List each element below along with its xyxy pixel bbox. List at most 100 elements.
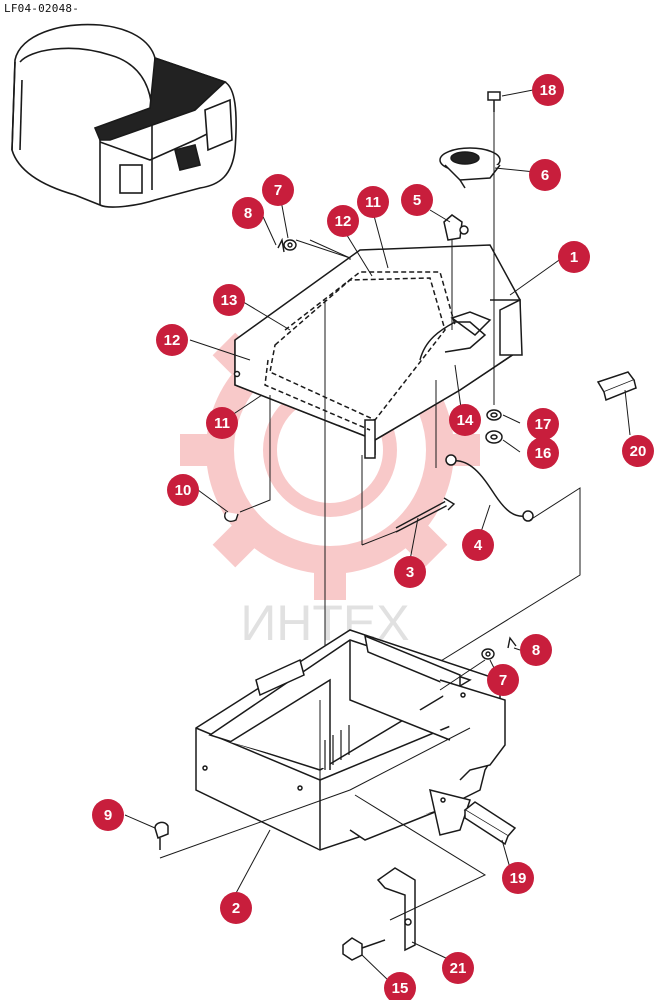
- callout-11: 11: [357, 186, 389, 218]
- callout-circle: [487, 664, 519, 696]
- callout-19: 19: [502, 862, 534, 894]
- callout-number: 7: [499, 672, 507, 689]
- washer-7-lower: [481, 648, 495, 660]
- bolt-18: [487, 91, 501, 112]
- callout-11: 11: [206, 407, 238, 439]
- callout-circle: [622, 435, 654, 467]
- cable-4: [445, 454, 534, 522]
- callout-circle: [442, 952, 474, 984]
- nut-16: [485, 430, 503, 444]
- callout-circle: [401, 184, 433, 216]
- callout-number: 15: [392, 980, 409, 997]
- callout-12: 12: [156, 324, 188, 356]
- knob-5: [443, 214, 469, 241]
- callout-leaders: [124, 89, 631, 983]
- bracket-21: [376, 867, 416, 952]
- callout-circle: [462, 529, 494, 561]
- callout-number: 3: [406, 564, 414, 581]
- rod-3: [395, 497, 456, 533]
- callout-circle: [384, 972, 416, 1000]
- callout-circle: [558, 241, 590, 273]
- callout-circle: [502, 862, 534, 894]
- callout-number: 4: [474, 537, 483, 554]
- callout-8: 8: [520, 634, 552, 666]
- callout-circle: [262, 174, 294, 206]
- callout-6: 6: [529, 159, 561, 191]
- callout-circle: [156, 324, 188, 356]
- callout-3: 3: [394, 556, 426, 588]
- callout-8: 8: [232, 197, 264, 229]
- latch-handle-6: [439, 147, 501, 189]
- callout-circle: [220, 892, 252, 924]
- callout-10: 10: [167, 474, 199, 506]
- callout-1: 1: [558, 241, 590, 273]
- callout-number: 14: [457, 412, 474, 429]
- callout-7: 7: [487, 664, 519, 696]
- upper-cover-panel: [233, 244, 523, 459]
- stud-9: [154, 821, 169, 850]
- callout-number: 7: [274, 182, 282, 199]
- callout-number: 18: [540, 82, 557, 99]
- callout-number: 11: [214, 415, 230, 432]
- diagram-code: LF04-02048-: [4, 2, 80, 15]
- strip-19: [463, 801, 517, 846]
- leader-line-10: [239, 395, 271, 513]
- cap-20: [596, 371, 637, 402]
- pin-8-lower: [507, 636, 517, 649]
- callout-number: 10: [175, 482, 192, 499]
- lower-battery-box: [195, 629, 506, 851]
- callout-15: 15: [384, 972, 416, 1000]
- callout-number: 9: [104, 807, 112, 824]
- callout-number: 21: [450, 960, 467, 977]
- callout-9: 9: [92, 799, 124, 831]
- callout-number: 17: [535, 416, 552, 433]
- callout-circle: [213, 284, 245, 316]
- callout-number: 12: [335, 213, 352, 230]
- callout-5: 5: [401, 184, 433, 216]
- callout-number: 16: [535, 445, 552, 462]
- callout-number: 12: [164, 332, 181, 349]
- callout-number: 5: [413, 192, 421, 209]
- callout-circle: [520, 634, 552, 666]
- callout-17: 17: [527, 408, 559, 440]
- callout-circle: [527, 408, 559, 440]
- callout-circle: [394, 556, 426, 588]
- callout-number: 1: [570, 249, 578, 266]
- callout-13: 13: [213, 284, 245, 316]
- callout-circle: [232, 197, 264, 229]
- callout-circle: [206, 407, 238, 439]
- callout-circle: [357, 186, 389, 218]
- callout-number: 13: [221, 292, 238, 309]
- callout-18: 18: [532, 74, 564, 106]
- callout-number: 19: [510, 870, 527, 887]
- callout-16: 16: [527, 437, 559, 469]
- callout-number: 11: [365, 194, 381, 211]
- pin-8-upper: [277, 237, 285, 253]
- callout-number: 20: [630, 443, 647, 460]
- callout-7: 7: [262, 174, 294, 206]
- callout-12: 12: [327, 205, 359, 237]
- callout-number: 2: [232, 900, 240, 917]
- callout-4: 4: [462, 529, 494, 561]
- clip-10: [224, 511, 239, 522]
- callout-20: 20: [622, 435, 654, 467]
- callout-circle: [92, 799, 124, 831]
- callout-21: 21: [442, 952, 474, 984]
- callout-circle: [527, 437, 559, 469]
- seat-illustration: [11, 23, 237, 208]
- callout-number: 8: [532, 642, 540, 659]
- callout-circle: [327, 205, 359, 237]
- callout-2: 2: [220, 892, 252, 924]
- washer-17: [486, 409, 502, 421]
- callout-circle: [532, 74, 564, 106]
- callout-14: 14: [449, 404, 481, 436]
- callout-number: 6: [541, 167, 549, 184]
- callout-number: 8: [244, 205, 252, 222]
- callout-circle: [529, 159, 561, 191]
- callout-circle: [449, 404, 481, 436]
- leader-line-7: [295, 239, 351, 260]
- washer-7-upper: [283, 239, 297, 251]
- callout-circle: [167, 474, 199, 506]
